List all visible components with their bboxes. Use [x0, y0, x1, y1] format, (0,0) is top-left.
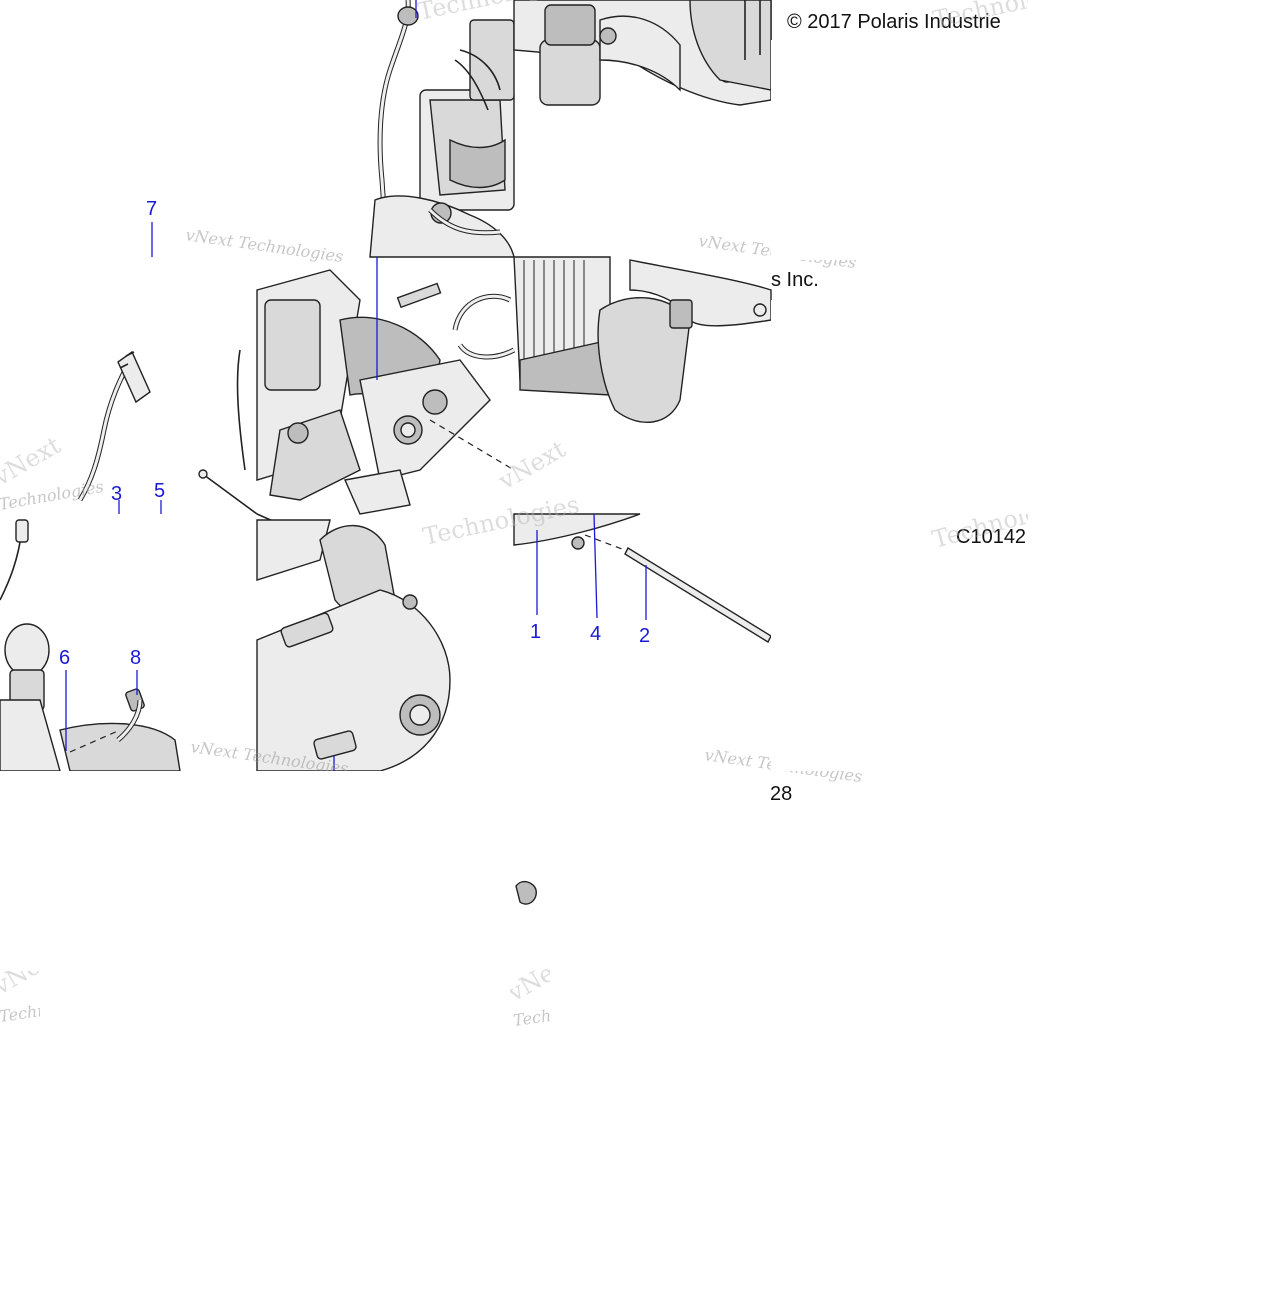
- throttle-body: [59, 722, 181, 772]
- engine-mount-section: [236, 257, 516, 515]
- throttle-knob: [4, 623, 50, 677]
- oil-filter-section: [513, 0, 772, 106]
- copyright-line-2: s Inc.: [771, 269, 819, 291]
- callout-7: 7: [146, 198, 157, 220]
- sensor-harness-section: [77, 222, 258, 515]
- engine-top-section: [369, 0, 515, 258]
- air-intake-section: [513, 256, 772, 424]
- callout-1: 1: [530, 621, 541, 643]
- watermark-vnext-lower-left: vNext: [0, 431, 66, 492]
- callout-3: 3: [111, 483, 122, 505]
- callout-5: 5: [154, 480, 165, 502]
- watermark-vnext-center: vNext: [493, 435, 570, 496]
- page-number-fragment: 28: [770, 783, 792, 805]
- engine-mount-bracket: [359, 359, 491, 481]
- callout-8: 8: [130, 647, 141, 669]
- oil-filter: [539, 39, 601, 106]
- mount-bolt: [396, 282, 442, 309]
- dipstick-tube: [624, 547, 772, 643]
- intake-boot: [597, 297, 691, 424]
- crankcase-section: [256, 519, 451, 772]
- callout-2: 2: [639, 625, 650, 647]
- copyright-line-1: © 2017 Polaris Industrie: [787, 11, 1001, 33]
- loose-grommet: [515, 880, 537, 905]
- watermark-technologies-center: Technologies: [420, 490, 581, 550]
- callout-4: 4: [590, 623, 601, 645]
- grommet-top: [397, 6, 419, 26]
- dipstick-section: [513, 513, 772, 643]
- ignition-coil: [264, 299, 321, 391]
- callout-6: 6: [59, 647, 70, 669]
- watermark-vnext-left: vNext Technologies: [184, 225, 344, 266]
- diagram-id: C10142: [956, 526, 1026, 548]
- throttle-body-section: [0, 513, 317, 772]
